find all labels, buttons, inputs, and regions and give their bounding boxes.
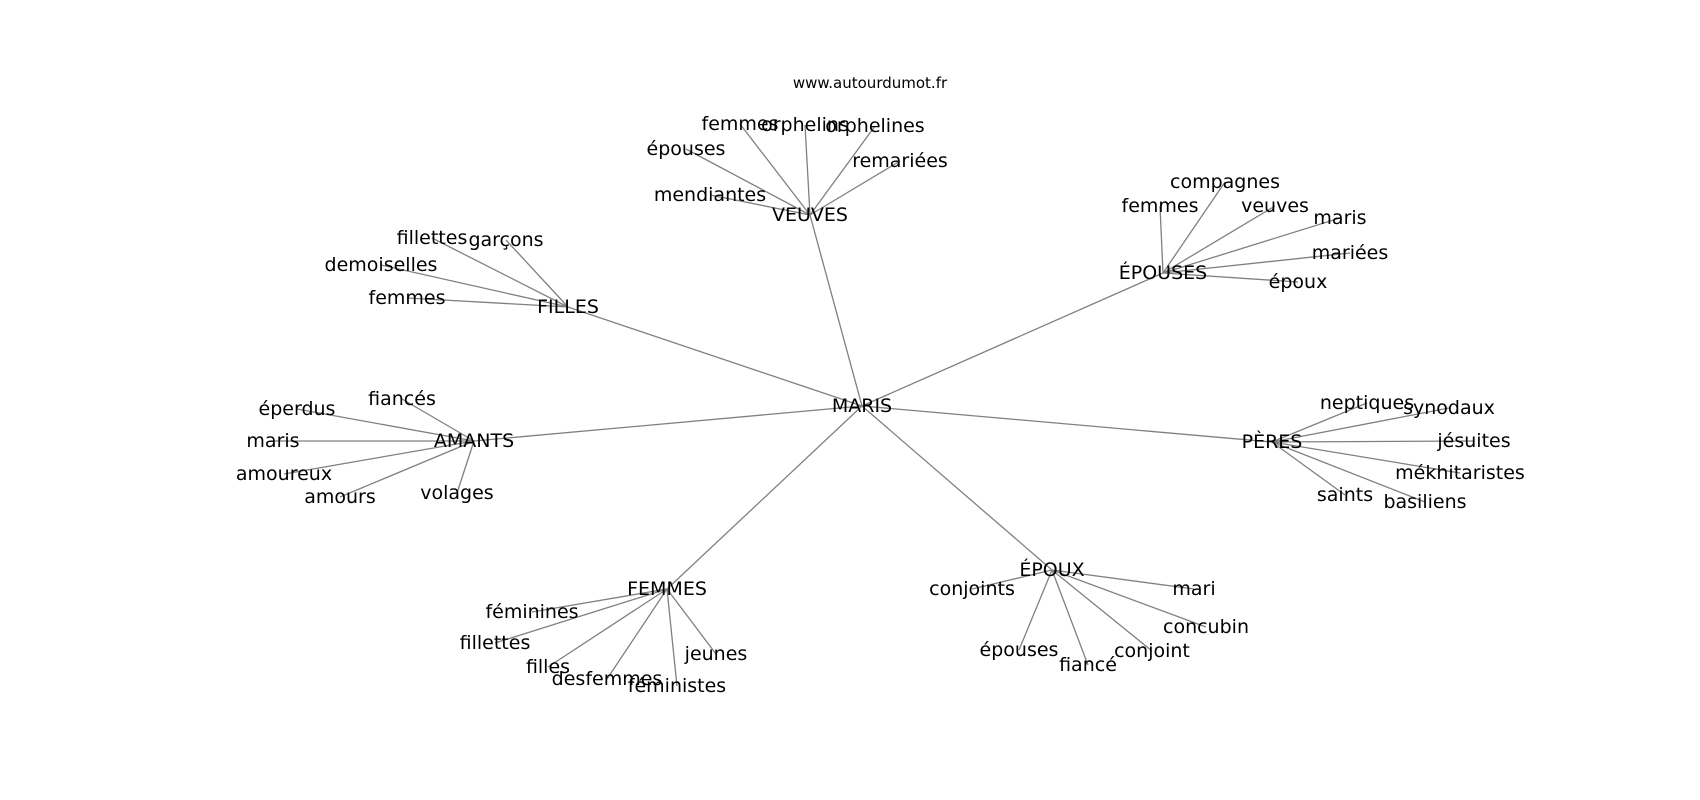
edge-epouses-epouses-epoux xyxy=(1162,272,1299,283)
node-leaf-epoux-mari: mari xyxy=(1172,578,1215,600)
edge-filles-filles-femmes xyxy=(406,297,569,308)
node-leaf-veuves-mendiantes: mendiantes xyxy=(654,184,766,206)
node-leaf-filles-garcons: garçons xyxy=(468,229,543,251)
edge-epoux-epoux-concubin xyxy=(1051,569,1207,628)
node-leaf-epouses-femmes: femmes xyxy=(1122,195,1199,217)
edge-filles-filles-fillettes xyxy=(431,237,569,308)
edge-peres-peres-mekhitaristes xyxy=(1271,441,1461,474)
node-branch-peres: PÈRES xyxy=(1242,430,1303,453)
labels-layer: MARISVEUVESfemmesorphelinsorphelinesépou… xyxy=(236,113,1525,697)
edge-peres-peres-basiliens xyxy=(1271,441,1426,503)
node-leaf-epoux-epouses: épouses xyxy=(980,639,1059,661)
edge-maris-filles xyxy=(567,306,863,407)
edge-maris-epouses xyxy=(861,272,1164,407)
node-leaf-femmes-jeunes: jeunes xyxy=(684,643,748,665)
node-branch-epouses: ÉPOUSES xyxy=(1119,261,1207,284)
node-leaf-amants-volages: volages xyxy=(420,482,493,504)
edge-femmes-femmes-feministes xyxy=(666,588,678,687)
node-leaf-epoux-concubin: concubin xyxy=(1163,616,1249,638)
edge-epoux-epoux-conjoint xyxy=(1051,569,1153,652)
edge-epouses-epouses-maris xyxy=(1162,217,1341,274)
edge-amants-amants-amours xyxy=(339,440,475,498)
node-leaf-epouses-epoux: époux xyxy=(1269,271,1328,293)
node-branch-epoux: ÉPOUX xyxy=(1019,558,1084,581)
edge-epoux-epoux-epouses xyxy=(1018,569,1053,651)
node-leaf-amants-amoureux: amoureux xyxy=(236,463,332,485)
node-leaf-epouses-maris: maris xyxy=(1313,207,1366,229)
edge-filles-filles-demoiselles xyxy=(380,264,569,308)
node-branch-femmes: FEMMES xyxy=(627,578,707,600)
node-leaf-peres-mekhitaristes: mékhitaristes xyxy=(1395,462,1525,484)
edge-amants-amants-volages xyxy=(456,440,475,494)
edge-epoux-epoux-conjoints xyxy=(971,569,1053,590)
node-leaf-epouses-compagnes: compagnes xyxy=(1170,171,1280,193)
node-leaf-peres-neptiques: neptiques xyxy=(1320,392,1414,414)
node-leaf-femmes-fillettes: fillettes xyxy=(460,632,531,654)
edge-femmes-femmes-fillettes xyxy=(494,588,668,644)
node-branch-amants: AMANTS xyxy=(434,430,514,452)
node-leaf-peres-basiliens: basiliens xyxy=(1383,491,1466,513)
edge-epouses-epouses-femmes xyxy=(1159,205,1164,274)
edge-amants-amants-amoureux xyxy=(283,440,475,475)
node-leaf-peres-jesuites: jésuites xyxy=(1436,430,1510,452)
edge-amants-amants-fiances xyxy=(401,398,475,442)
node-branch-veuves: VEUVES xyxy=(772,204,848,226)
node-leaf-veuves-remariees: remariées xyxy=(852,150,948,172)
node-leaf-amants-eperdus: éperdus xyxy=(259,398,336,420)
node-leaf-femmes-feministes: féministes xyxy=(628,675,726,697)
node-branch-filles: FILLES xyxy=(537,296,599,318)
edge-veuves-veuves-orphelines xyxy=(809,125,876,216)
node-leaf-epoux-conjoints: conjoints xyxy=(929,578,1015,600)
node-leaf-peres-saints: saints xyxy=(1317,484,1373,506)
edge-femmes-femmes-jeunes xyxy=(666,588,717,655)
node-leaf-filles-fillettes: fillettes xyxy=(397,227,468,249)
node-leaf-filles-femmes: femmes xyxy=(369,287,446,309)
edge-femmes-femmes-filles xyxy=(547,588,668,668)
edge-maris-amants xyxy=(473,405,863,442)
node-leaf-epoux-fiance: fiancé xyxy=(1059,654,1117,676)
node-leaf-veuves-orphelins: orphelins xyxy=(761,114,849,136)
edge-epoux-epoux-fiance xyxy=(1051,569,1089,666)
node-leaf-amants-maris: maris xyxy=(246,430,299,452)
node-leaf-amants-fiances: fiancés xyxy=(368,388,436,410)
node-leaf-femmes-filles: filles xyxy=(526,656,570,678)
node-leaf-femmes-desfemmes: desfemmes xyxy=(552,668,663,690)
node-leaf-veuves-orphelines: orphelines xyxy=(825,115,924,137)
node-leaf-veuves-femmes: femmes xyxy=(702,113,779,135)
edge-epouses-epouses-veuves xyxy=(1162,205,1276,274)
node-center-maris: MARIS xyxy=(832,395,892,417)
edge-veuves-veuves-mendiantes xyxy=(709,194,811,216)
edge-veuves-veuves-remariees xyxy=(809,160,901,216)
edges-layer xyxy=(273,123,1475,687)
edge-maris-veuves xyxy=(809,214,863,407)
edge-peres-peres-synodaux xyxy=(1271,407,1450,443)
edge-veuves-veuves-femmes xyxy=(739,123,811,216)
node-leaf-veuves-epouses: épouses xyxy=(647,138,726,160)
edge-femmes-femmes-desfemmes xyxy=(606,588,668,680)
edge-veuves-veuves-epouses xyxy=(685,148,811,216)
node-leaf-femmes-feminines: féminines xyxy=(485,601,578,623)
edge-maris-epoux xyxy=(861,405,1053,571)
edge-maris-peres xyxy=(861,405,1273,443)
edge-peres-peres-saints xyxy=(1271,441,1346,496)
edge-femmes-femmes-feminines xyxy=(531,588,668,613)
node-leaf-peres-synodaux: synodaux xyxy=(1403,397,1495,419)
edge-filles-filles-garcons xyxy=(505,239,569,308)
edge-peres-peres-jesuites xyxy=(1271,440,1475,443)
edge-amants-amants-eperdus xyxy=(296,408,475,442)
edge-veuves-veuves-orphelins xyxy=(804,124,811,216)
node-leaf-amants-amours: amours xyxy=(304,486,376,508)
edge-epouses-epouses-compagnes xyxy=(1162,181,1226,274)
edge-peres-peres-neptiques xyxy=(1271,402,1368,443)
edge-epoux-epoux-mari xyxy=(1051,569,1195,590)
node-leaf-epoux-conjoint: conjoint xyxy=(1114,640,1190,662)
node-leaf-epouses-mariees: mariées xyxy=(1312,242,1389,264)
node-leaf-epouses-veuves: veuves xyxy=(1241,195,1309,217)
source-credit: www.autourdumot.fr xyxy=(793,74,948,92)
edge-maris-femmes xyxy=(666,405,863,590)
edge-epouses-epouses-mariees xyxy=(1162,252,1351,274)
node-leaf-filles-demoiselles: demoiselles xyxy=(325,254,438,276)
